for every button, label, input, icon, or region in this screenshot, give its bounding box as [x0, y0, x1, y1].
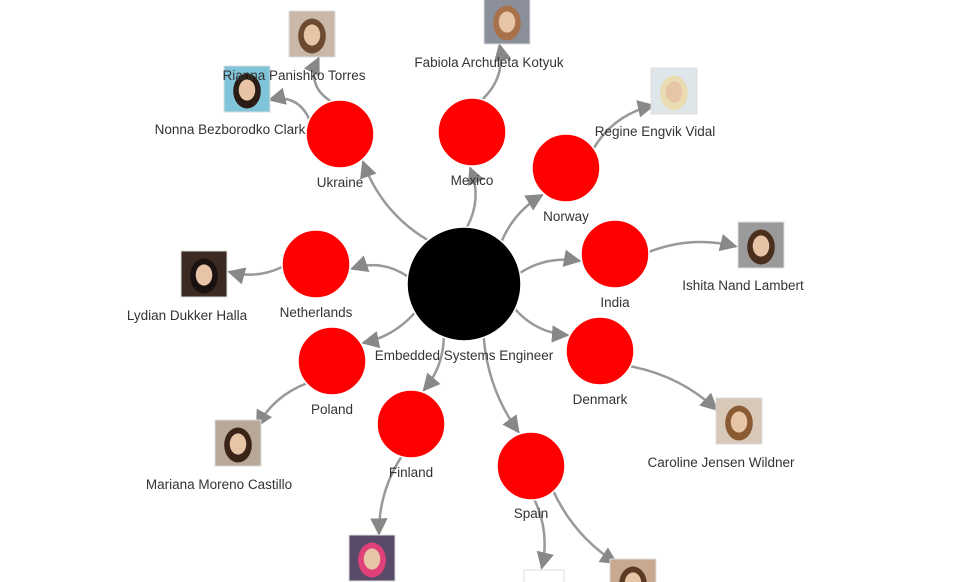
edge-spain-spain-person-1 — [533, 499, 554, 570]
edge-center-poland — [361, 311, 416, 349]
country-label-poland: Poland — [311, 402, 353, 417]
person-label-ishita: Ishita Nand Lambert — [682, 278, 804, 293]
edge-mexico-fabiola — [481, 43, 512, 101]
person-avatar-rianna[interactable] — [288, 10, 336, 58]
edge-center-india — [519, 249, 582, 274]
avatar-face — [730, 411, 748, 433]
edge-ukraine-rianna — [303, 56, 332, 103]
person-avatar-caroline[interactable] — [715, 397, 763, 445]
country-node-ukraine[interactable] — [305, 99, 375, 169]
edge-center-finland — [422, 337, 446, 392]
country-node-norway[interactable] — [531, 133, 601, 203]
edge-center-spain — [482, 337, 520, 434]
country-node-spain[interactable] — [496, 431, 566, 501]
country-node-denmark[interactable] — [565, 316, 635, 386]
edge-ukraine-nonna — [267, 87, 311, 120]
country-label-finland: Finland — [389, 465, 433, 480]
edge-center-denmark — [514, 308, 570, 343]
country-label-india: India — [600, 295, 630, 310]
country-label-netherlands: Netherlands — [280, 305, 353, 320]
person-label-lydian: Lydian Dukker Halla — [127, 308, 248, 323]
person-label-regine: Regine Engvik Vidal — [595, 124, 716, 139]
center-node-label: Embedded Systems Engineer — [375, 348, 554, 363]
person-avatar-ishita[interactable] — [737, 221, 785, 269]
person-avatar-mariana[interactable] — [214, 419, 262, 467]
edge-denmark-caroline — [630, 365, 718, 411]
edge-netherlands-lydian — [227, 265, 283, 285]
person-avatar-spain-person-1[interactable] — [523, 569, 565, 582]
person-label-fabiola: Fabiola Archuleta Kotyuk — [414, 55, 564, 70]
person-label-caroline: Caroline Jensen Wildner — [647, 455, 795, 470]
avatar-face — [238, 79, 256, 101]
country-label-spain: Spain — [514, 506, 549, 521]
edge-center-netherlands — [350, 255, 409, 278]
country-node-finland[interactable] — [376, 389, 446, 459]
edge-spain-spain-person-2 — [552, 490, 618, 565]
edge-center-norway — [500, 193, 544, 242]
person-avatar-nonna[interactable] — [223, 65, 271, 113]
avatar-face — [665, 81, 683, 103]
avatar-face — [195, 264, 213, 286]
nodes-layer — [180, 0, 785, 582]
country-label-ukraine: Ukraine — [317, 175, 364, 190]
country-node-mexico[interactable] — [437, 97, 507, 167]
avatar-face — [229, 433, 247, 455]
country-node-poland[interactable] — [297, 326, 367, 396]
person-avatar-fabiola[interactable] — [483, 0, 531, 45]
avatar-face — [498, 11, 516, 33]
avatar-face — [624, 572, 642, 582]
avatar-face — [303, 24, 321, 46]
edge-norway-regine — [592, 100, 656, 149]
edge-poland-mariana — [255, 382, 307, 429]
country-label-mexico: Mexico — [451, 173, 494, 188]
edge-center-mexico — [465, 166, 485, 228]
person-avatar-regine[interactable] — [650, 67, 698, 115]
center-node[interactable] — [406, 226, 522, 342]
country-label-norway: Norway — [543, 209, 589, 224]
person-label-nonna: Nonna Bezborodko Clark — [155, 122, 306, 137]
person-avatar-lydian[interactable] — [180, 250, 228, 298]
edge-center-ukraine — [360, 160, 429, 242]
edge-india-ishita — [648, 234, 738, 254]
avatar-face — [752, 235, 770, 257]
person-avatar-spain-person-2[interactable] — [609, 558, 657, 582]
edges-layer — [227, 43, 738, 570]
country-label-denmark: Denmark — [573, 392, 628, 407]
country-node-india[interactable] — [580, 219, 650, 289]
avatar-photo[interactable] — [523, 569, 565, 582]
country-node-netherlands[interactable] — [281, 229, 351, 299]
person-label-mariana: Mariana Moreno Castillo — [146, 477, 292, 492]
person-avatar-finland-person[interactable] — [348, 534, 396, 582]
person-label-rianna: Rianna Panishko Torres — [222, 68, 365, 83]
edge-finland-finland-person — [370, 455, 403, 536]
avatar-face — [363, 548, 381, 570]
